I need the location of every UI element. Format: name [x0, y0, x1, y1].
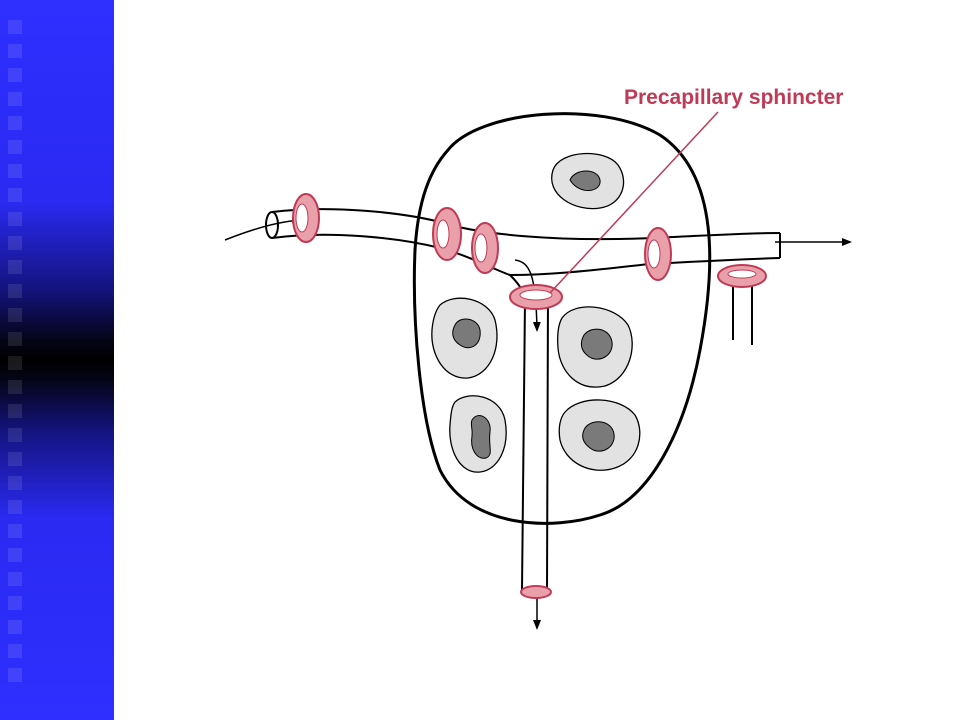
sidebar-square [8, 428, 22, 442]
sphincter-ring [644, 227, 672, 281]
sidebar-square [8, 68, 22, 82]
sidebar-square [8, 500, 22, 514]
sidebar-square [8, 332, 22, 346]
tissue-cell [431, 297, 498, 379]
sidebar-square [8, 140, 22, 154]
sidebar-square [8, 572, 22, 586]
sidebar-square [8, 452, 22, 466]
sidebar-square [8, 596, 22, 610]
sidebar-square [8, 20, 22, 34]
vessel-end-ring [520, 585, 552, 599]
capillary-branch [509, 274, 549, 591]
sidebar-square [8, 44, 22, 58]
right-side-vessel [732, 280, 753, 345]
sidebar-square [8, 644, 22, 658]
sidebar-square [8, 476, 22, 490]
slide-sidebar-bar [0, 0, 114, 720]
sphincter-ring [292, 193, 320, 243]
sidebar-square [8, 116, 22, 130]
sidebar-square [8, 284, 22, 298]
tissue-outline [412, 112, 712, 525]
sidebar-square [8, 620, 22, 634]
sidebar-square [8, 188, 22, 202]
sidebar-square [8, 308, 22, 322]
precapillary-sphincter-label: Precapillary sphincter [624, 86, 844, 109]
sphincter-ring [471, 222, 499, 274]
tissue-cell [449, 395, 507, 473]
precapillary-sphincter-ring [509, 284, 563, 310]
callout-line [549, 111, 719, 294]
sidebar-square [8, 404, 22, 418]
sidebar-square [8, 260, 22, 274]
tissue-cell [558, 399, 641, 471]
branch-flow-arrow [514, 259, 541, 332]
tissue-cell [551, 152, 625, 210]
sidebar-square [8, 236, 22, 250]
tissue-cells [431, 152, 641, 473]
sidebar-square [8, 92, 22, 106]
sidebar-square-pattern [8, 0, 24, 720]
sphincter-ring [717, 264, 767, 288]
tissue-cell [556, 306, 633, 388]
arteriole-channel [265, 208, 781, 277]
sidebar-square [8, 380, 22, 394]
sidebar-square [8, 524, 22, 538]
sidebar-square [8, 212, 22, 226]
sidebar-square [8, 356, 22, 370]
sidebar-square [8, 668, 22, 682]
sphincter-rings [292, 193, 767, 599]
sphincter-ring [432, 207, 462, 261]
sidebar-square [8, 164, 22, 178]
sidebar-square [8, 548, 22, 562]
